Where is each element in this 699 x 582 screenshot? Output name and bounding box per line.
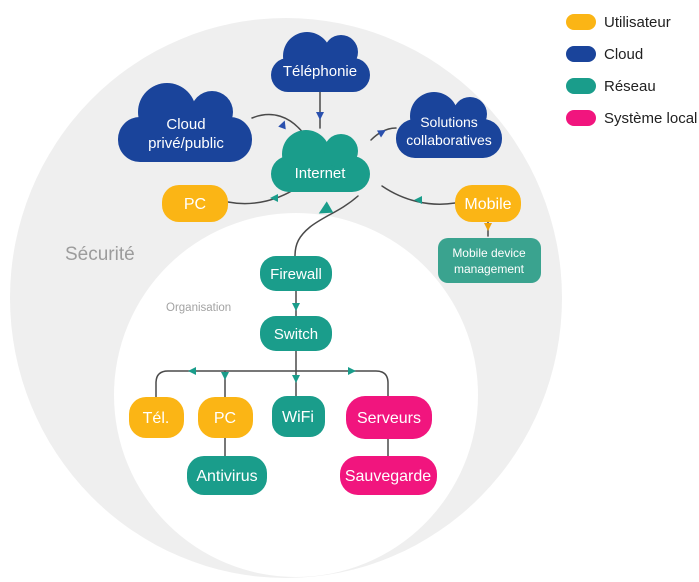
- node-shape: [260, 256, 332, 291]
- legend-label: Système local: [604, 110, 697, 127]
- node-label-line1: Solutions: [420, 114, 478, 130]
- node-shape: [455, 185, 521, 222]
- legend-item-utilisateur: Utilisateur: [566, 14, 671, 31]
- node-antivirus[interactable]: Antivirus: [187, 456, 267, 495]
- legend-swatch: [566, 78, 596, 94]
- arrow-down-icon: [316, 112, 324, 120]
- node-shape: [340, 456, 437, 495]
- edge-internet-firewall: [294, 195, 359, 257]
- node-label: Mobile: [464, 196, 511, 213]
- arrow-left-icon: [270, 194, 278, 202]
- node-shape: [346, 396, 432, 439]
- node-switch[interactable]: Switch: [260, 316, 332, 351]
- arrow-down-left-icon: [318, 201, 334, 214]
- arrow-left-icon: [188, 367, 196, 375]
- security-zone-label: Sécurité: [65, 244, 135, 265]
- node-shape: [272, 396, 325, 437]
- legend-label: Cloud: [604, 46, 643, 63]
- cloud-shape: [282, 130, 330, 178]
- node-label: Antivirus: [196, 468, 257, 485]
- node-shape: [438, 238, 541, 283]
- organisation-zone-label: Organisation: [166, 302, 231, 314]
- node-pc[interactable]: PC: [198, 397, 253, 438]
- legend-swatch: [566, 14, 596, 30]
- node-label-line2: collaboratives: [406, 132, 492, 148]
- arrow-down-icon: [221, 372, 229, 380]
- cloud-shape: [283, 32, 331, 80]
- node-label: WiFi: [282, 409, 314, 426]
- node-label: Switch: [274, 326, 318, 343]
- node-shape: [129, 397, 184, 438]
- node-label: Téléphonie: [283, 63, 357, 80]
- node-shape: [162, 185, 228, 222]
- node-firewall[interactable]: Firewall: [260, 256, 332, 291]
- node-label: Serveurs: [357, 410, 421, 427]
- node-sauvegarde[interactable]: Sauvegarde: [340, 456, 437, 495]
- cloud-shape: [410, 92, 458, 140]
- cloud-shape: [324, 134, 358, 168]
- node-internet[interactable]: Internet: [271, 130, 370, 192]
- legend-item-reseau: Réseau: [566, 78, 656, 95]
- node-label: Tél.: [143, 410, 170, 427]
- node-shape: [260, 316, 332, 351]
- node-label: Firewall: [270, 266, 322, 283]
- arrow-down-icon: [484, 223, 492, 231]
- diagram-arrowheads: [188, 112, 492, 383]
- legend-label: Réseau: [604, 78, 656, 95]
- arrow-down-icon: [292, 375, 300, 383]
- node-label-line2: management: [454, 262, 525, 276]
- node-mobile-device-management[interactable]: Mobile device management: [438, 238, 541, 283]
- node-label-line1: Cloud: [166, 116, 205, 133]
- node-label-line1: Mobile device: [452, 246, 526, 260]
- node-label: Internet: [295, 165, 347, 182]
- legend-swatch: [566, 110, 596, 126]
- cloud-shape: [453, 97, 487, 131]
- node-label: Sauvegarde: [345, 468, 431, 485]
- arrow-up-icon: [278, 120, 286, 130]
- node-cloud-prive-public[interactable]: Cloud privé/public: [118, 83, 252, 162]
- cloud-shape: [324, 35, 358, 69]
- legend-item-cloud: Cloud: [566, 46, 643, 63]
- arrow-up-right-icon: [377, 130, 386, 138]
- node-pc-top[interactable]: PC: [162, 185, 228, 222]
- node-label-line2: privé/public: [148, 135, 224, 152]
- edge-switch-branch: [155, 370, 389, 398]
- node-telephonie[interactable]: Téléphonie: [271, 32, 370, 92]
- node-shape: [198, 397, 253, 438]
- node-solutions-collaboratives[interactable]: Solutions collaboratives: [396, 92, 502, 158]
- node-label: PC: [214, 410, 236, 427]
- node-tel[interactable]: Tél.: [129, 397, 184, 438]
- legend-label: Utilisateur: [604, 14, 671, 31]
- node-mobile[interactable]: Mobile: [455, 185, 521, 222]
- legend: Utilisateur Cloud Réseau Système local: [566, 14, 697, 127]
- cloud-shape: [191, 91, 233, 133]
- node-wifi[interactable]: WiFi: [272, 396, 325, 437]
- cloud-shape: [138, 83, 196, 141]
- legend-item-systeme-local: Système local: [566, 110, 697, 127]
- node-label: PC: [184, 196, 206, 213]
- edge-cloudprive-internet: [251, 113, 305, 135]
- legend-swatch: [566, 46, 596, 62]
- node-serveurs[interactable]: Serveurs: [346, 396, 432, 439]
- arrow-left-icon: [414, 196, 422, 204]
- arrow-down-icon: [292, 303, 300, 311]
- arrow-right-icon: [348, 367, 356, 375]
- node-shape: [187, 456, 267, 495]
